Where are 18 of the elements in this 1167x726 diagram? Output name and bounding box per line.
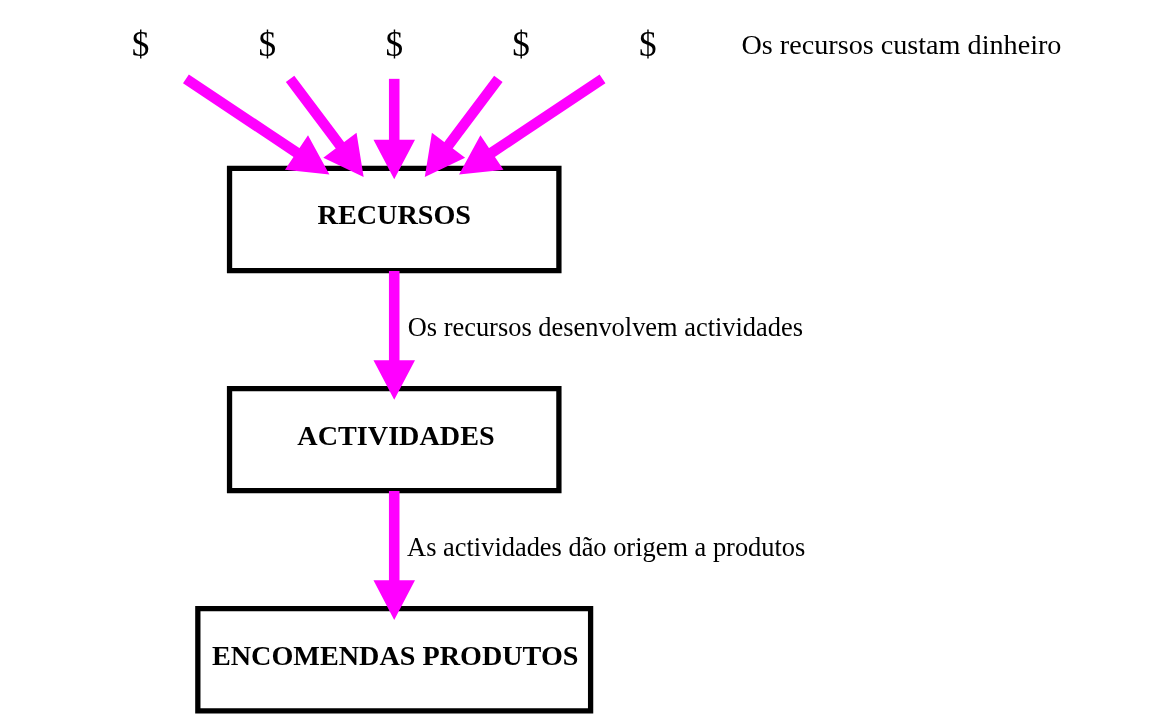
- arrow: [372, 78, 415, 180]
- node-box: ACTIVIDADES: [226, 385, 562, 494]
- arrow: [424, 75, 503, 177]
- edge-label: Os recursos desenvolvem actividades: [407, 311, 803, 342]
- node-text: $: [384, 24, 403, 64]
- arrow: [458, 74, 605, 175]
- node-box: ENCOMENDAS PRODUTOS: [194, 606, 593, 714]
- edge-label: As actividades dão origem a produtos: [406, 531, 805, 562]
- arrow: [372, 270, 415, 400]
- arrow: [285, 75, 364, 177]
- node-box: RECURSOS: [226, 165, 562, 274]
- node-text: $: [131, 24, 149, 64]
- arrow: [182, 74, 329, 175]
- label: Os recursos custam dinheiro: [740, 28, 1061, 60]
- node-text: $: [511, 24, 530, 64]
- node-text: $: [258, 24, 276, 64]
- arrow: [372, 491, 415, 620]
- node-text: $: [638, 24, 657, 64]
